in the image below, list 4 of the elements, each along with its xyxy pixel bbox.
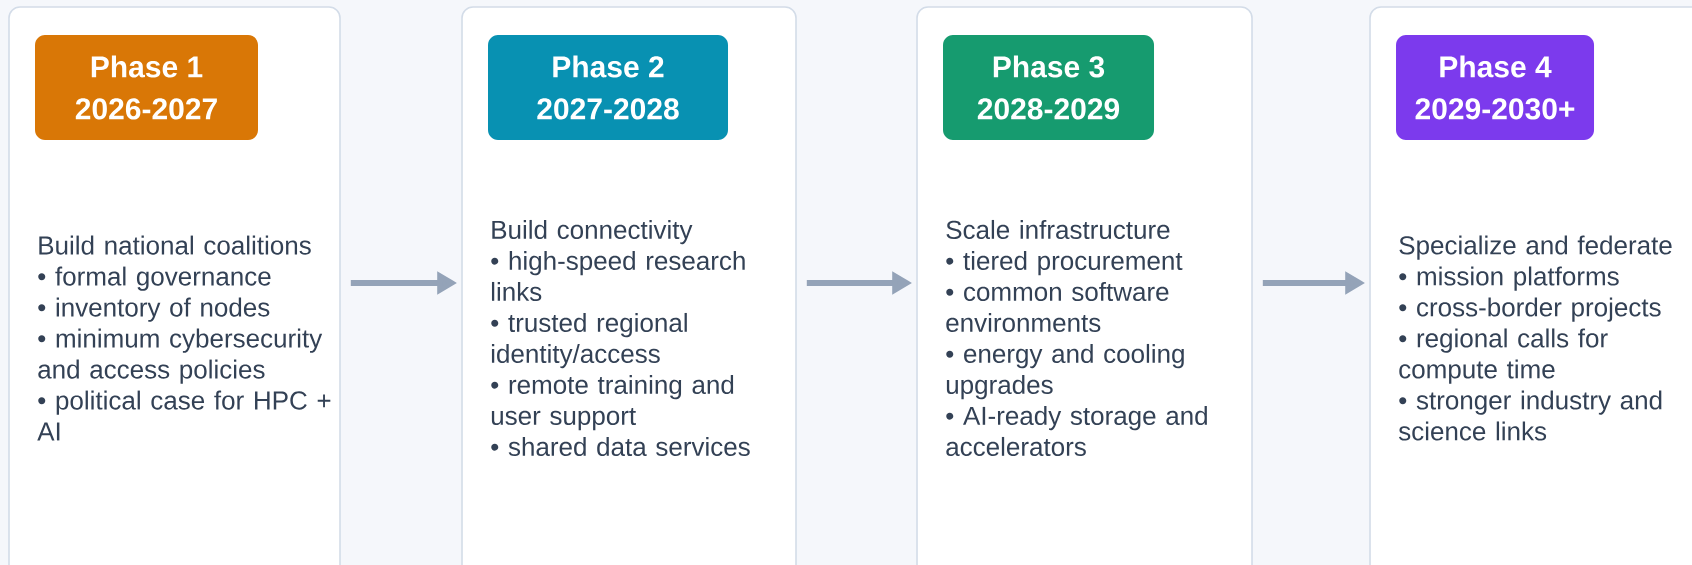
- phase-badge: Phase 3 2028-2029: [943, 35, 1154, 140]
- phase-badge: Phase 2 2027-2028: [488, 35, 728, 140]
- phase-badge: Phase 1 2026-2027: [35, 35, 258, 140]
- phase-badge: Phase 4 2029-2030+: [1396, 35, 1594, 140]
